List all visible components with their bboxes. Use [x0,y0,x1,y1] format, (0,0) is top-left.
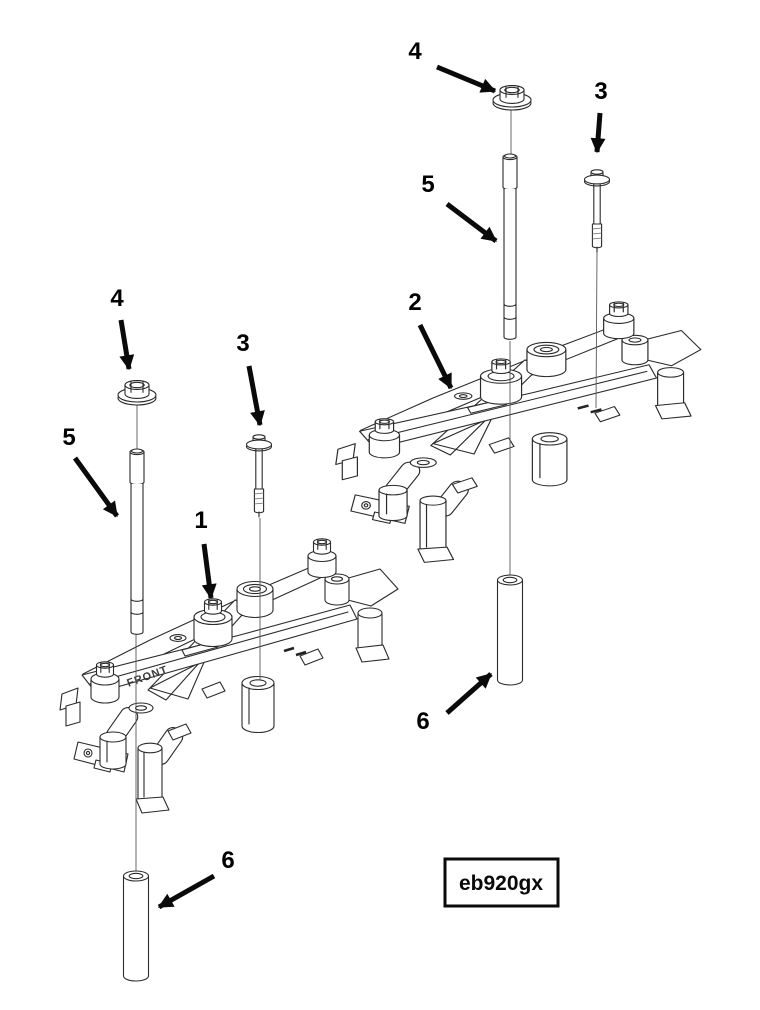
callout-label-3-rear: 3 [594,78,607,105]
arrow-icon-4-front [118,319,135,371]
arrow-icon-1 [201,543,217,600]
arrow-icon-6-rear [445,672,493,715]
arrow-icon-5-rear [445,202,498,243]
callout-arrows [72,64,606,910]
callout-label-1: 1 [194,507,207,534]
flange-bolt-rear [583,169,611,253]
stud-rear [502,153,518,340]
arrow-icon-5-front [72,456,120,518]
centerlines [135,107,598,875]
callout-label-6-rear: 6 [416,708,429,735]
callout-label-2: 2 [408,289,421,316]
spacer-front [122,870,150,982]
rocker-assembly-rear [336,302,701,562]
callout-label-4-front: 4 [110,285,124,312]
callout-labels: 4 3 5 2 4 3 5 1 6 6 [62,38,607,874]
callout-label-5-front: 5 [62,424,75,451]
arrow-icon-4-rear [436,64,497,94]
figure-code-text: eb920gx [459,872,543,895]
callout-label-4-rear: 4 [408,38,422,65]
arrow-icon-3-front [246,365,265,427]
figure-code-border [443,857,560,908]
flange-bolt-front [245,434,273,518]
flange-nut-rear [492,85,532,111]
arrow-icon-3-rear [590,112,606,154]
arrow-icon-6-front [157,873,216,910]
callout-label-6-front: 6 [221,847,234,874]
callout-label-3-front: 3 [236,330,249,357]
flange-nut-front [117,380,157,406]
figure-code-box: eb920gx [443,857,560,908]
arrow-icon-2 [417,323,454,390]
spacer-rear [496,574,524,686]
stud-front [129,448,145,635]
callout-label-5-rear: 5 [421,171,434,198]
rocker-assembly-front [60,539,398,813]
